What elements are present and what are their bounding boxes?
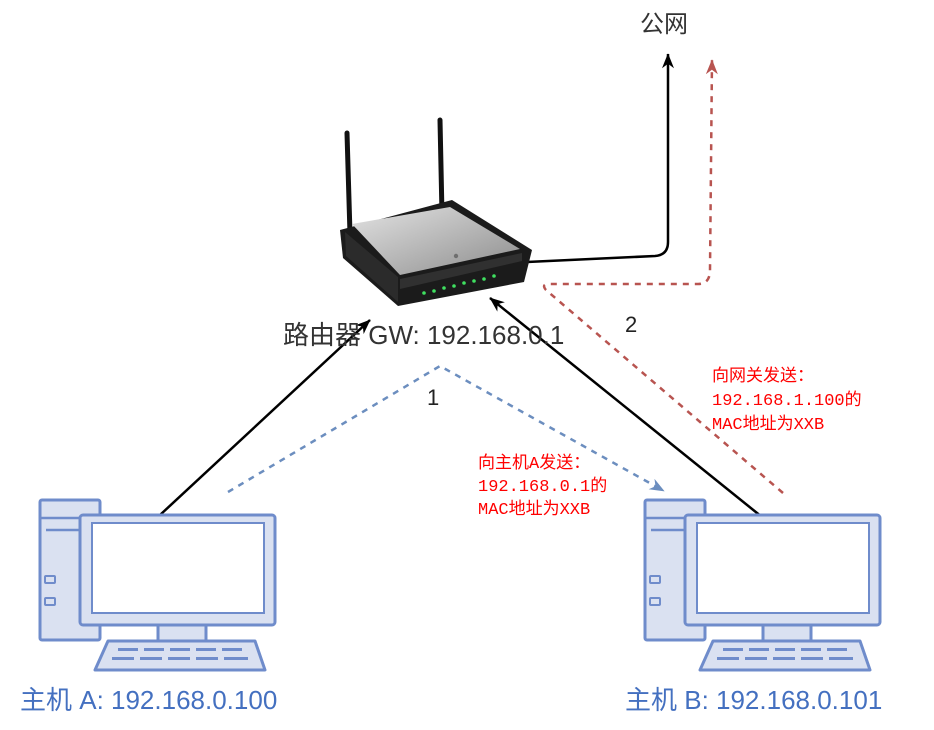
host-b-computer-icon: [643, 498, 882, 672]
host-a-computer-icon: [38, 498, 277, 672]
step1-note-line: 192.168.0.1的: [478, 476, 607, 497]
step1-note: 向主机A发送： 192.168.0.1的 MAC地址为XXB: [478, 453, 607, 520]
arrow-step2-host-b-to-internet: [542, 59, 784, 494]
step2-note: 向网关发送： 192.168.1.100的 MAC地址为XXB: [712, 366, 862, 435]
router-icon: [340, 117, 532, 306]
step1-note-line: 向主机A发送：: [478, 453, 590, 474]
step2-note-line: 192.168.1.100的: [712, 390, 862, 411]
host-a-label: 主机 A: 192.168.0.100: [20, 685, 277, 715]
internet-label: 公网: [640, 11, 688, 38]
arrow-router-to-internet: [526, 53, 674, 264]
step2-note-line: MAC地址为XXB: [712, 414, 824, 435]
host-b-label: 主机 B: 192.168.0.101: [625, 685, 882, 715]
step2-note-line: 向网关发送：: [712, 366, 814, 387]
router-label: 路由器 GW: 192.168.0.1: [283, 320, 564, 350]
step2-number: 2: [625, 312, 637, 337]
router-led-row: [422, 274, 496, 295]
link-host-b-to-router: [489, 297, 763, 518]
step1-number: 1: [427, 385, 439, 410]
step1-note-line: MAC地址为XXB: [478, 499, 590, 520]
link-host-a-to-router: [159, 319, 371, 516]
